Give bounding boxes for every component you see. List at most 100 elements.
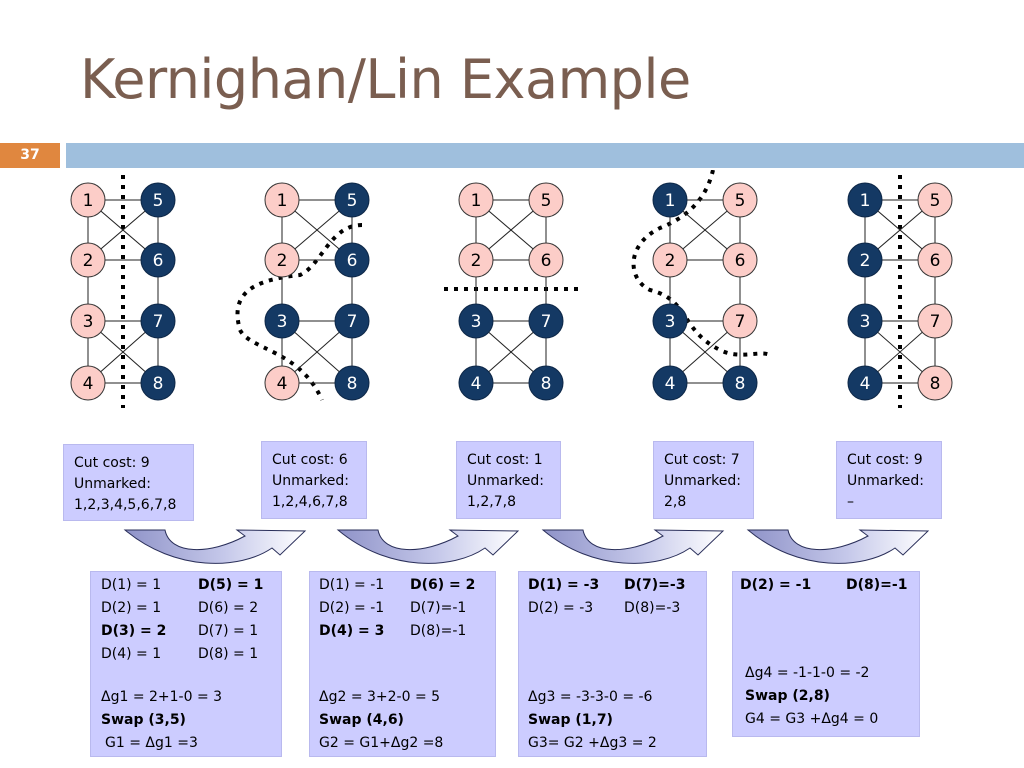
graph-node-2 (652, 242, 688, 278)
total-gain: G4 = G3 +Δg4 = 0 (745, 711, 879, 727)
graph-node-3 (70, 303, 106, 339)
graph-node-5 (140, 182, 176, 218)
graph-node-label: 8 (153, 374, 164, 394)
unmarked-nodes: 1,2,4,6,7,8 (272, 494, 348, 510)
graph-node-label: 7 (735, 312, 746, 332)
graph-node-label: 3 (83, 312, 94, 332)
graph-node-label: 2 (83, 251, 94, 271)
d-value: D(2) = 1 (101, 600, 162, 616)
graph-node-2 (264, 242, 300, 278)
d-value: D(7) = 1 (198, 623, 259, 639)
graph-node-5 (722, 182, 758, 218)
graph-node-1 (652, 182, 688, 218)
graph-node-6 (334, 242, 370, 278)
unmarked-label: Unmarked: (467, 473, 544, 489)
graph-node-2 (847, 242, 883, 278)
graph-node-label: 2 (277, 251, 288, 271)
d-value: D(4) = 3 (319, 623, 385, 639)
d-value: D(8)=-1 (846, 577, 908, 593)
graph-node-label: 6 (541, 251, 552, 271)
total-gain: G1 = Δg1 =3 (105, 735, 198, 751)
slide-number: 37 (0, 143, 60, 168)
transition-arrow-4 (746, 529, 930, 564)
d-value: D(2) = -1 (740, 577, 812, 593)
graph-node-label: 3 (471, 312, 482, 332)
graph-node-label: 6 (347, 251, 358, 271)
graph-node-8 (140, 365, 176, 401)
d-box-1: D(1) = 1 D(2) = 1 D(3) = 2 D(4) = 1 D(5)… (90, 571, 282, 757)
graph-node-1 (264, 182, 300, 218)
graph-node-label: 4 (277, 374, 288, 394)
d-value: D(2) = -1 (319, 600, 385, 616)
transition-arrows (123, 529, 930, 564)
d-value: D(7)=-1 (410, 600, 467, 616)
graph-node-label: 8 (347, 374, 358, 394)
unmarked-label: Unmarked: (664, 473, 741, 489)
cut-box-3: Cut cost: 1 Unmarked: 1,2,7,8 (456, 441, 561, 519)
graph-node-label: 3 (665, 312, 676, 332)
d-box-4: D(2) = -1 D(8)=-1 Δg4 = -1-1-0 = -2 Swap… (732, 571, 920, 737)
slide-title: Kernighan/Lin Example (80, 48, 691, 111)
gain-calc: Δg2 = 3+2-0 = 5 (319, 689, 441, 705)
d-value: D(6) = 2 (198, 600, 259, 616)
graph-node-3 (652, 303, 688, 339)
d-left-column: D(1) = 1 D(2) = 1 D(3) = 2 D(4) = 1 (101, 574, 166, 666)
graph-node-label: 1 (665, 191, 676, 211)
cut-cost: Cut cost: 6 (272, 452, 348, 468)
transition-arrow-3 (541, 529, 725, 564)
swap-label: Swap (4,6) (319, 712, 404, 728)
gain-calc: Δg1 = 2+1-0 = 3 (101, 689, 223, 705)
d-right-column: D(7)=-3 D(8)=-3 (624, 574, 685, 620)
graph-node-7 (917, 303, 953, 339)
graph-node-1 (847, 182, 883, 218)
graph-node-2 (458, 242, 494, 278)
graph-node-6 (722, 242, 758, 278)
cut-box-2: Cut cost: 6 Unmarked: 1,2,4,6,7,8 (261, 441, 367, 519)
cut-box-4: Cut cost: 7 Unmarked: 2,8 (653, 441, 754, 519)
transition-arrow-1 (123, 529, 307, 564)
cut-box-5: Cut cost: 9 Unmarked: – (836, 441, 942, 519)
cut-box-1: Cut cost: 9 Unmarked: 1,2,3,4,5,6,7,8 (63, 444, 194, 521)
graph-node-2 (70, 242, 106, 278)
graph-node-label: 5 (735, 191, 746, 211)
unmarked-nodes: 2,8 (664, 494, 687, 510)
transition-arrow-2 (336, 529, 520, 564)
swap-label: Swap (2,8) (745, 688, 830, 704)
unmarked-label: Unmarked: (847, 473, 924, 489)
graph-node-label: 5 (347, 191, 358, 211)
graph-node-label: 7 (347, 312, 358, 332)
d-value: D(8) = 1 (198, 646, 259, 662)
cut-cost: Cut cost: 9 (847, 452, 923, 468)
graph-node-5 (334, 182, 370, 218)
d-value: D(6) = 2 (410, 577, 476, 593)
graph-node-label: 7 (153, 312, 164, 332)
graph-node-4 (264, 365, 300, 401)
total-gain: G2 = G1+Δg2 =8 (319, 735, 444, 751)
graph-node-4 (458, 365, 494, 401)
graph-node-1 (458, 182, 494, 218)
graph-node-label: 1 (83, 191, 94, 211)
graph-node-label: 5 (541, 191, 552, 211)
gain-calc: Δg3 = -3-3-0 = -6 (528, 689, 653, 705)
unmarked-nodes: – (847, 494, 854, 510)
graph-node-label: 4 (665, 374, 676, 394)
graph-node-label: 8 (930, 374, 941, 394)
graph-node-4 (847, 365, 883, 401)
graph-node-label: 3 (277, 312, 288, 332)
d-value: D(7)=-3 (624, 577, 686, 593)
graph-node-6 (140, 242, 176, 278)
d-value: D(1) = -3 (528, 577, 600, 593)
cut-cost: Cut cost: 7 (664, 452, 740, 468)
cut-line-4 (631, 170, 771, 357)
unmarked-nodes: 1,2,7,8 (467, 494, 516, 510)
d-value: D(8)=-3 (624, 600, 681, 616)
graph-node-7 (140, 303, 176, 339)
unmarked-label: Unmarked: (272, 473, 349, 489)
graph-node-7 (722, 303, 758, 339)
d-value: D(8)=-1 (410, 623, 467, 639)
gain-calc: Δg4 = -1-1-0 = -2 (745, 665, 870, 681)
